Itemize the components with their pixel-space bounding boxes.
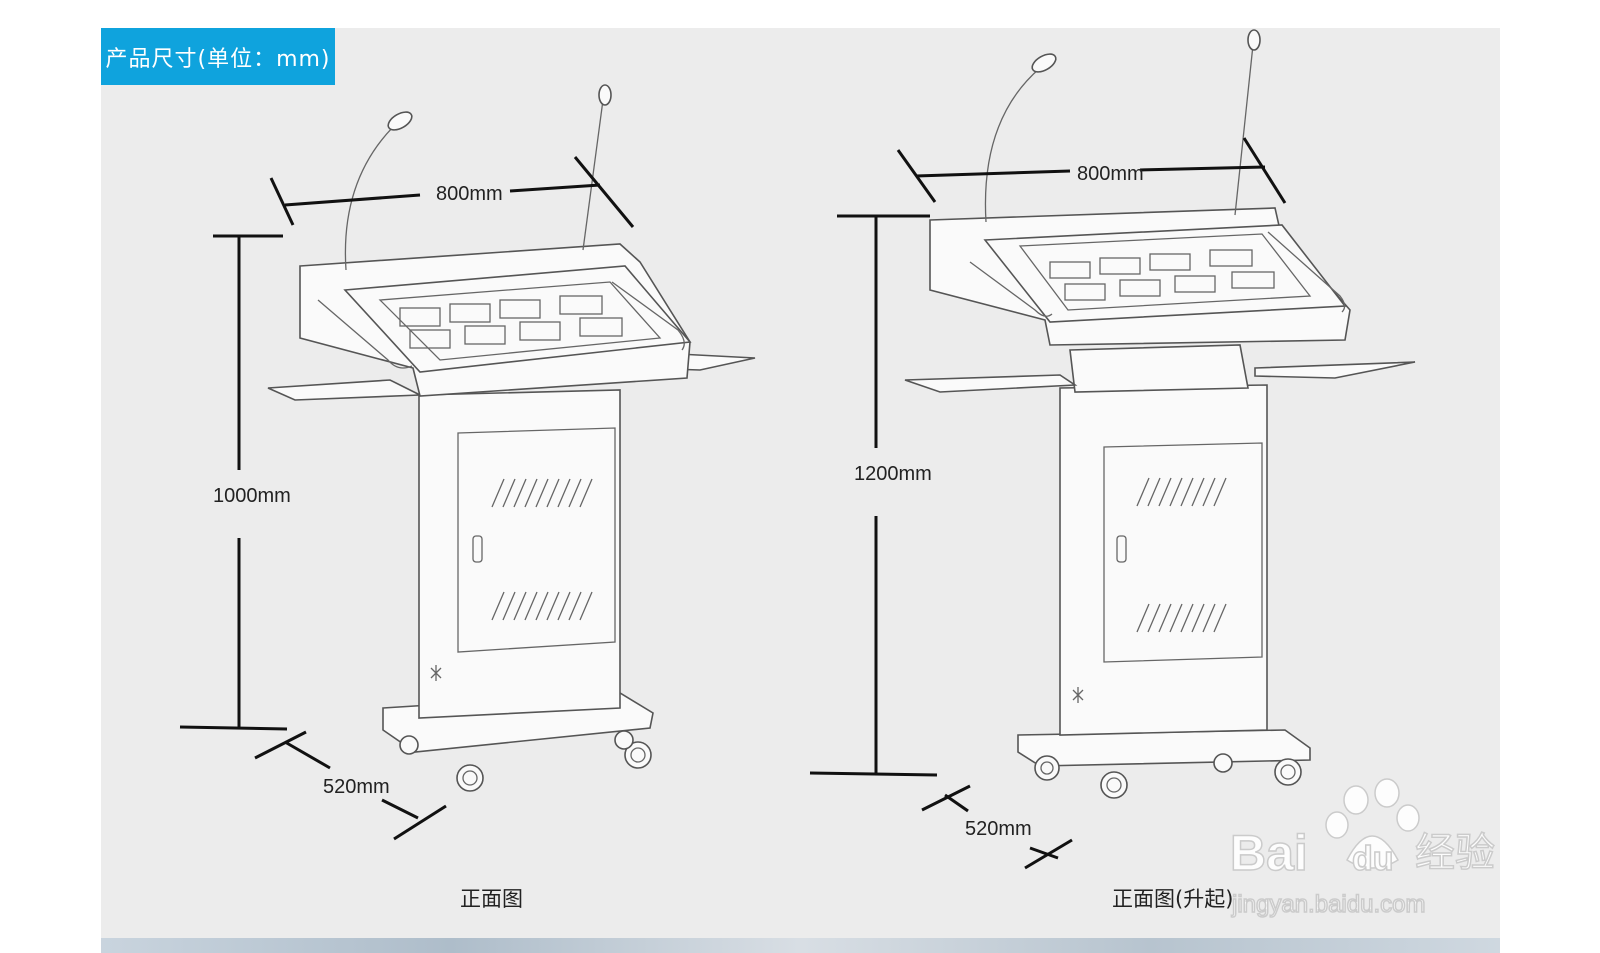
raised-microphone xyxy=(1234,44,1254,216)
raised-console-top-face xyxy=(983,224,1347,323)
raised-left-tray xyxy=(904,374,1078,393)
raised-caster-wheels xyxy=(1034,753,1302,799)
vent-slots-top xyxy=(491,478,593,508)
raised-reading-lamp xyxy=(984,67,1041,223)
lift-mechanism xyxy=(1069,344,1249,393)
right-dimensions xyxy=(809,137,1287,870)
console-top-face xyxy=(343,265,692,373)
reading-lamp xyxy=(344,124,396,271)
left-side-tray xyxy=(267,379,421,401)
right-height-label: 1200mm xyxy=(854,463,932,485)
raised-cabinet-door xyxy=(1103,442,1263,663)
speaker-grille xyxy=(430,665,442,681)
raised-vent-slots-bottom xyxy=(1136,603,1227,633)
door-lock xyxy=(472,535,483,563)
raised-podium-column xyxy=(1059,384,1268,736)
right-caption: 正面图(升起) xyxy=(1112,887,1233,911)
section-title: 产品尺寸(单位：mm) xyxy=(101,28,335,85)
raised-podium-base xyxy=(1017,729,1311,767)
left-height-label: 1000mm xyxy=(213,485,291,507)
touch-screen xyxy=(378,281,662,361)
baidu-watermark: Bai du 经验 jingyan.baidu.com xyxy=(1229,778,1496,919)
vent-slots-bottom xyxy=(491,591,593,621)
watermark-brand: Bai xyxy=(1230,825,1308,881)
bottom-image-strip xyxy=(101,938,1500,953)
screen-tiles xyxy=(399,295,623,349)
left-width-label: 800mm xyxy=(436,183,503,205)
raised-vent-slots-top xyxy=(1136,477,1227,507)
caster-wheels xyxy=(399,730,652,792)
watermark-product: 经验 xyxy=(1415,831,1495,875)
raised-touch-screen xyxy=(1018,233,1312,311)
left-handle xyxy=(317,299,413,369)
podium-front-view xyxy=(267,84,756,792)
left-dimensions xyxy=(179,156,635,841)
paw-logo-icon xyxy=(1325,778,1420,869)
podium-raised-view xyxy=(904,29,1416,799)
podium-column xyxy=(418,389,621,719)
cabinet-door xyxy=(457,427,616,653)
watermark-brand-du: du xyxy=(1352,840,1394,878)
right-depth-label: 520mm xyxy=(965,818,1032,840)
left-depth-label: 520mm xyxy=(323,776,390,798)
right-width-label: 800mm xyxy=(1077,163,1144,185)
microphone xyxy=(582,99,604,251)
left-caption: 正面图 xyxy=(460,887,523,911)
raised-right-tray xyxy=(1254,361,1416,379)
watermark-url: jingyan.baidu.com xyxy=(1231,891,1425,918)
right-handle xyxy=(611,281,685,351)
